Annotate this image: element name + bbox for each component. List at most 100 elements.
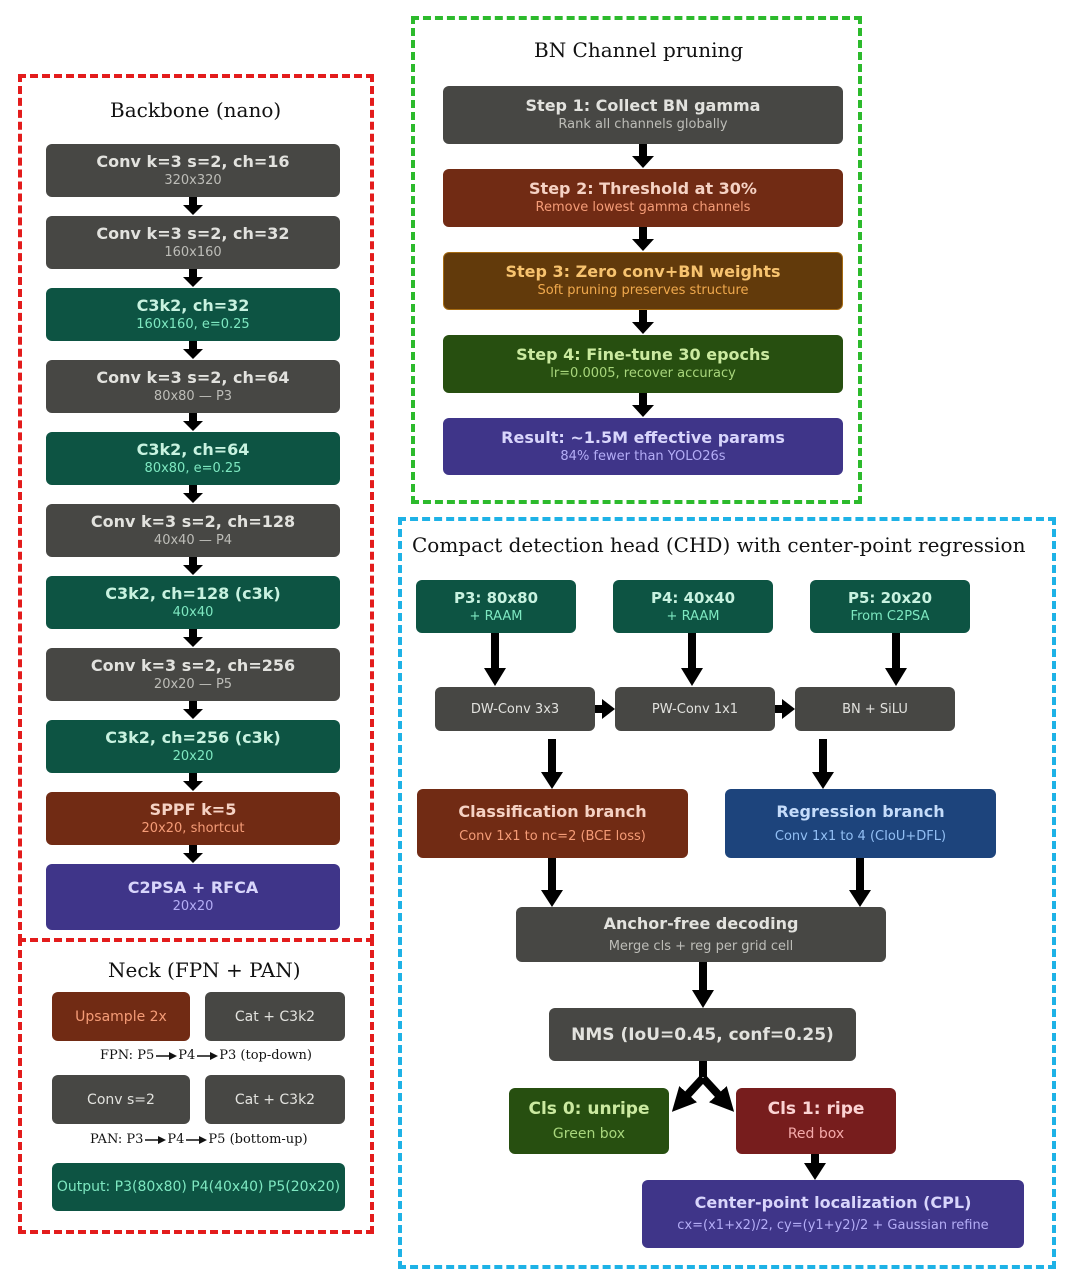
block-title: C2PSA + RFCA	[127, 878, 259, 897]
step-subtitle: Remove lowest gamma channels	[535, 200, 751, 215]
arrow-right-icon	[156, 1051, 178, 1060]
block-title: Conv k=3 s=2, ch=16	[96, 151, 290, 171]
input-subtitle: + RAAM	[666, 608, 720, 624]
step-title: Result: ~1.5M effective params	[501, 427, 785, 447]
pan-caption-end: P5 (bottom-up)	[208, 1132, 308, 1147]
step-subtitle: Soft pruning preserves structure	[537, 283, 749, 298]
pan-caption-start: PAN: P3	[90, 1132, 144, 1147]
neck-cat-block-1: Cat + C3k2	[205, 992, 345, 1041]
block-title: C3k2, ch=64	[136, 439, 250, 459]
neck-title: Neck (FPN + PAN)	[108, 958, 301, 982]
block-subtitle: 20x20	[172, 748, 214, 764]
nms-block: NMS (IoU=0.45, conf=0.25)	[549, 1008, 856, 1061]
branch-subtitle: Conv 1x1 to 4 (CIoU+DFL)	[774, 828, 947, 844]
block-subtitle: 20x20, shortcut	[141, 820, 245, 836]
pruning-frame	[411, 16, 862, 504]
step-title: Step 3: Zero conv+BN weights	[505, 262, 781, 281]
pruning-step-2: Step 2: Threshold at 30% Remove lowest g…	[443, 169, 843, 227]
op-bn-silu: BN + SiLU	[795, 687, 955, 731]
backbone-block-conv64: Conv k=3 s=2, ch=64 80x80 — P3	[46, 360, 340, 413]
backbone-block-c3k2-64: C3k2, ch=64 80x80, e=0.25	[46, 432, 340, 485]
pruning-result: Result: ~1.5M effective params 84% fewer…	[443, 418, 843, 475]
backbone-block-conv256: Conv k=3 s=2, ch=256 20x20 — P5	[46, 648, 340, 701]
backbone-block-conv32: Conv k=3 s=2, ch=32 160x160	[46, 216, 340, 269]
decode-subtitle: Merge cls + reg per grid cell	[608, 938, 794, 954]
backbone-block-conv16: Conv k=3 s=2, ch=16 320x320	[46, 144, 340, 197]
block-label: Upsample 2x	[75, 1008, 167, 1025]
block-subtitle: 320x320	[164, 172, 222, 188]
anchor-free-decoding: Anchor-free decoding Merge cls + reg per…	[516, 907, 886, 962]
head-title: Compact detection head (CHD) with center…	[412, 533, 1026, 557]
pan-caption: PAN: P3 P4 P5 (bottom-up)	[90, 1132, 308, 1147]
class-1-ripe: Cls 1: ripe Red box	[736, 1088, 896, 1154]
block-label: Cat + C3k2	[234, 1008, 316, 1025]
cpl-subtitle: cx=(x1+x2)/2, cy=(y1+y2)/2 + Gaussian re…	[677, 1218, 989, 1233]
step-title: Step 1: Collect BN gamma	[525, 96, 761, 115]
head-frame	[398, 517, 1056, 1269]
class-subtitle: Red box	[787, 1126, 845, 1142]
arrow-right-icon	[197, 1051, 219, 1060]
head-input-p4: P4: 40x40 + RAAM	[613, 580, 773, 633]
step-title: Step 2: Threshold at 30%	[529, 179, 757, 198]
head-input-p5: P5: 20x20 From C2PSA	[810, 580, 970, 633]
class-0-unripe: Cls 0: unripe Green box	[509, 1088, 669, 1154]
backbone-block-c3k2-256: C3k2, ch=256 (c3k) 20x20	[46, 720, 340, 773]
op-label: DW-Conv 3x3	[470, 701, 560, 717]
block-subtitle: 40x40	[172, 604, 214, 620]
branch-title: Classification branch	[458, 801, 647, 821]
block-subtitle: 160x160	[164, 244, 222, 260]
block-title: C3k2, ch=32	[136, 295, 250, 315]
input-title: P5: 20x20	[847, 588, 933, 607]
block-title: Conv k=3 s=2, ch=64	[96, 367, 290, 387]
op-label: PW-Conv 1x1	[651, 701, 739, 717]
neck-conv-block: Conv s=2	[52, 1075, 190, 1124]
input-subtitle: From C2PSA	[850, 608, 930, 624]
pruning-step-3: Step 3: Zero conv+BN weights Soft prunin…	[443, 252, 843, 310]
block-subtitle: 20x20	[172, 899, 214, 914]
cpl-title: Center-point localization (CPL)	[694, 1193, 972, 1212]
input-subtitle: + RAAM	[469, 608, 523, 624]
backbone-block-conv128: Conv k=3 s=2, ch=128 40x40 — P4	[46, 504, 340, 557]
step-subtitle: 84% fewer than YOLO26s	[560, 448, 726, 464]
block-subtitle: 80x80 — P3	[153, 388, 233, 404]
arrow-right-icon	[186, 1135, 208, 1144]
backbone-block-c3k2-128: C3k2, ch=128 (c3k) 40x40	[46, 576, 340, 629]
block-title: Conv k=3 s=2, ch=32	[96, 223, 290, 243]
block-subtitle: 160x160, e=0.25	[136, 316, 250, 332]
block-subtitle: 80x80, e=0.25	[144, 460, 242, 476]
pruning-step-1: Step 1: Collect BN gamma Rank all channe…	[443, 86, 843, 144]
block-title: C3k2, ch=128 (c3k)	[105, 583, 281, 603]
step-title: Step 4: Fine-tune 30 epochs	[516, 345, 770, 364]
block-subtitle: 40x40 — P4	[153, 532, 233, 548]
neck-frame	[18, 938, 374, 1234]
pruning-step-4: Step 4: Fine-tune 30 epochs lr=0.0005, r…	[443, 335, 843, 393]
pan-caption-mid: P4	[167, 1132, 185, 1147]
fpn-caption: FPN: P5 P4 P3 (top-down)	[100, 1048, 312, 1063]
neck-cat-block-2: Cat + C3k2	[205, 1075, 345, 1124]
block-title: Conv k=3 s=2, ch=128	[90, 511, 296, 531]
regression-branch: Regression branch Conv 1x1 to 4 (CIoU+DF…	[725, 789, 996, 858]
op-pw-conv: PW-Conv 1x1	[615, 687, 775, 731]
branch-subtitle: Conv 1x1 to nc=2 (BCE loss)	[459, 828, 646, 844]
input-title: P4: 40x40	[650, 588, 736, 607]
decode-title: Anchor-free decoding	[603, 913, 799, 933]
branch-title: Regression branch	[776, 801, 945, 821]
block-label: Conv s=2	[87, 1091, 155, 1108]
fpn-caption-mid: P4	[178, 1048, 196, 1063]
fpn-caption-end: P3 (top-down)	[219, 1048, 312, 1063]
fpn-caption-start: FPN: P5	[100, 1048, 155, 1063]
nms-title: NMS (IoU=0.45, conf=0.25)	[571, 1024, 834, 1045]
head-input-p3: P3: 80x80 + RAAM	[416, 580, 576, 633]
center-point-localization: Center-point localization (CPL) cx=(x1+x…	[642, 1180, 1024, 1248]
block-subtitle: 20x20 — P5	[153, 676, 233, 692]
backbone-block-sppf: SPPF k=5 20x20, shortcut	[46, 792, 340, 845]
block-title: SPPF k=5	[149, 799, 237, 819]
classification-branch: Classification branch Conv 1x1 to nc=2 (…	[417, 789, 688, 858]
class-title: Cls 0: unripe	[528, 1099, 650, 1119]
input-title: P3: 80x80	[453, 588, 539, 607]
step-subtitle: Rank all channels globally	[558, 117, 728, 132]
neck-upsample-block: Upsample 2x	[52, 992, 190, 1041]
block-title: C3k2, ch=256 (c3k)	[105, 727, 281, 747]
arrow-right-icon	[145, 1135, 167, 1144]
op-dw-conv: DW-Conv 3x3	[435, 687, 595, 731]
